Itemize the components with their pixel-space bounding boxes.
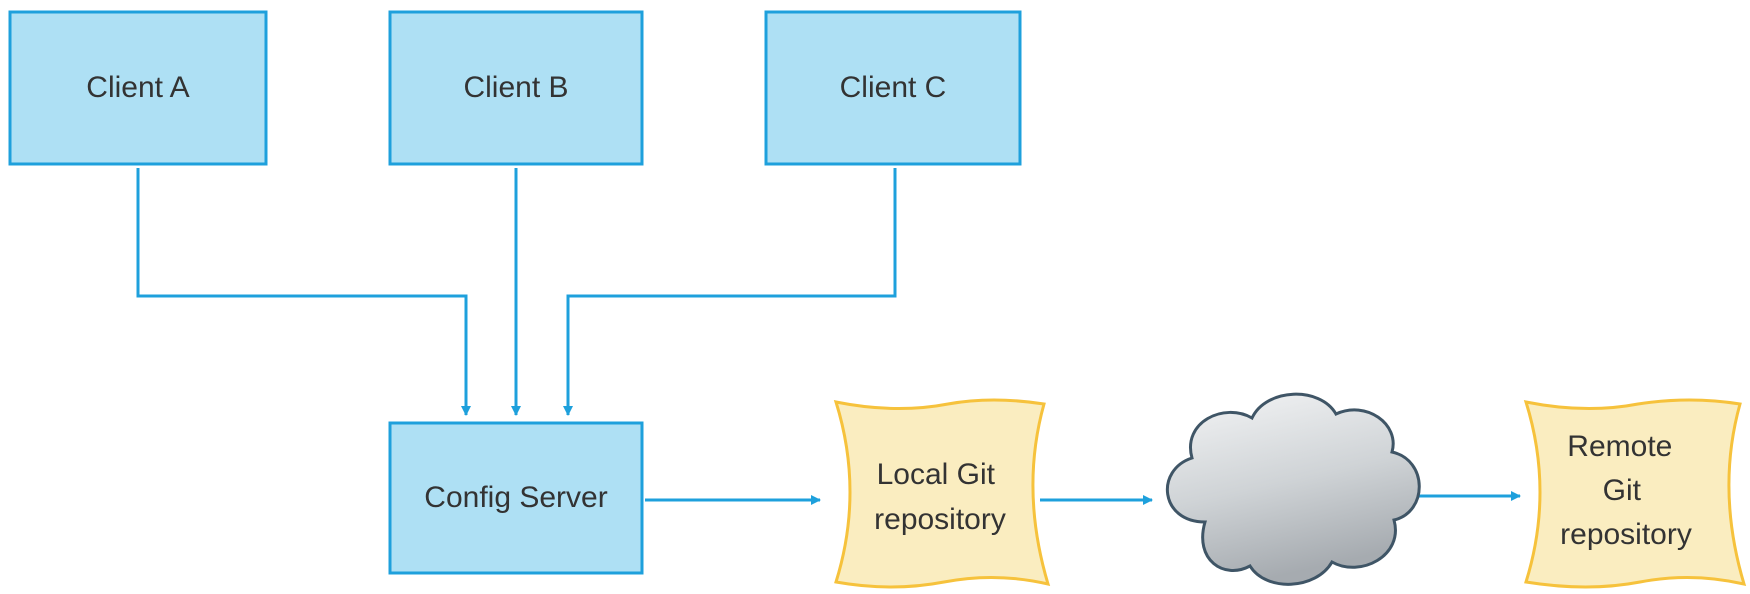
client-c-label: Client C [840,71,947,104]
edge-client-c-to-config-server [563,168,897,416]
config-server-label: Config Server [424,481,607,514]
local-repo-label-line-2: repository [874,503,1006,536]
remote-repo-label-line-1: Remote [1567,430,1672,463]
local-repo-label: Local Git repository [874,458,1006,536]
remote-repo-shape [1523,398,1747,589]
client-b-node: Client B [388,10,644,166]
local-repo-node: Local Git repository [833,398,1051,589]
client-b-label: Client B [463,71,568,104]
remote-repo-node: Remote Git repository [1523,398,1747,589]
remote-repo-label-line-3: repository [1560,518,1692,551]
client-b-box [388,10,644,166]
remote-repo-label-line-2: Git [1603,474,1642,507]
client-a-label: Client A [86,71,189,104]
client-c-node: Client C [764,10,1022,166]
local-repo-label-line-1: Local Git [877,458,996,491]
cloud-icon [1165,392,1421,586]
edge-client-a-to-config-server [136,168,471,416]
client-c-box [764,10,1022,166]
config-server-box [388,421,644,575]
local-repo-shape [833,398,1051,589]
remote-repo-label: Remote Git repository [1560,430,1692,551]
cloud-shape [1165,392,1421,586]
config-server-node: Config Server [388,421,644,575]
connectors [136,168,1521,505]
client-a-node: Client A [8,10,268,166]
client-a-box [8,10,268,166]
